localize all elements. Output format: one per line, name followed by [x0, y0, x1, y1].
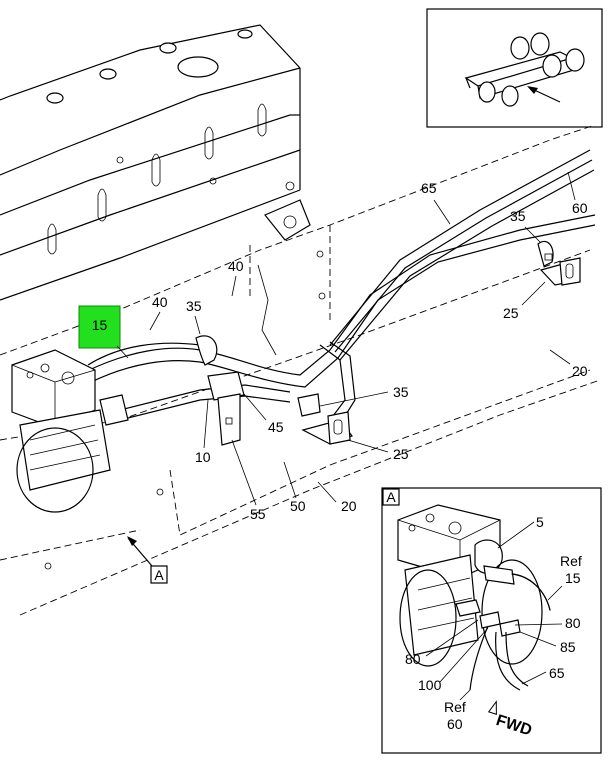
- block-slots: [47, 103, 295, 255]
- view-marker-a[interactable]: A: [127, 536, 168, 584]
- inset-wheels: [478, 32, 585, 107]
- detail-callout-ref60-word[interactable]: Ref: [444, 699, 466, 715]
- fwd-arrow-icon: [487, 700, 497, 715]
- fwd-indicator: FWD: [487, 700, 534, 739]
- detail-view-a: A 5 Ref 15 80 85 80 100: [381, 487, 602, 754]
- callout-20[interactable]: 20: [572, 363, 588, 379]
- locator-inset: [426, 8, 603, 128]
- detail-callout-80[interactable]: 80: [405, 651, 421, 667]
- air-lines: [84, 149, 596, 425]
- callout-40[interactable]: 40: [152, 294, 168, 310]
- callout-25[interactable]: 25: [503, 305, 519, 321]
- callout-20[interactable]: 20: [341, 498, 357, 514]
- detail-callout-ref15-word[interactable]: Ref: [560, 553, 582, 569]
- clamp-45: [207, 371, 245, 401]
- callout-35[interactable]: 35: [510, 208, 526, 224]
- bracket-25-lower: [301, 411, 353, 445]
- highlight-box[interactable]: [78, 305, 121, 349]
- fwd-label: FWD: [494, 712, 534, 739]
- engine-block: [0, 24, 311, 301]
- callout-45[interactable]: 45: [268, 419, 284, 435]
- callout-35[interactable]: 35: [393, 384, 409, 400]
- bracket-25-upper: [539, 257, 581, 286]
- view-marker-letter[interactable]: A: [154, 567, 164, 583]
- detail-callout-ref60-num[interactable]: 60: [447, 716, 463, 732]
- bracket-55: [217, 393, 241, 446]
- callout-labels: 40 40 35 10 45 55 50 20 35 25 65 60 35 2…: [149, 171, 588, 522]
- callout-50[interactable]: 50: [290, 498, 306, 514]
- clamp-35-mid: [297, 393, 321, 417]
- clamp-35-right: [537, 240, 554, 267]
- head-bolts: [46, 29, 253, 104]
- callout-35[interactable]: 35: [186, 298, 202, 314]
- callout-65[interactable]: 65: [421, 180, 437, 196]
- callout-60[interactable]: 60: [572, 200, 588, 216]
- brake-valve-assembly: [11, 349, 129, 513]
- detail-callout-80[interactable]: 80: [565, 615, 581, 631]
- callout-55[interactable]: 55: [250, 506, 266, 522]
- highlight-callout-15[interactable]: 15: [78, 305, 129, 359]
- clamp-35-left: [195, 335, 218, 366]
- callout-25[interactable]: 25: [393, 446, 409, 462]
- detail-callout-100[interactable]: 100: [418, 677, 442, 693]
- callout-15-label[interactable]: 15: [92, 317, 108, 333]
- detail-callout-85[interactable]: 85: [560, 639, 576, 655]
- detail-callout-5[interactable]: 5: [536, 514, 544, 530]
- detail-callout-65[interactable]: 65: [549, 665, 565, 681]
- callout-40[interactable]: 40: [228, 258, 244, 274]
- callout-10[interactable]: 10: [195, 449, 211, 465]
- detail-letter[interactable]: A: [386, 489, 396, 505]
- detail-callout-ref15-num[interactable]: 15: [565, 570, 581, 586]
